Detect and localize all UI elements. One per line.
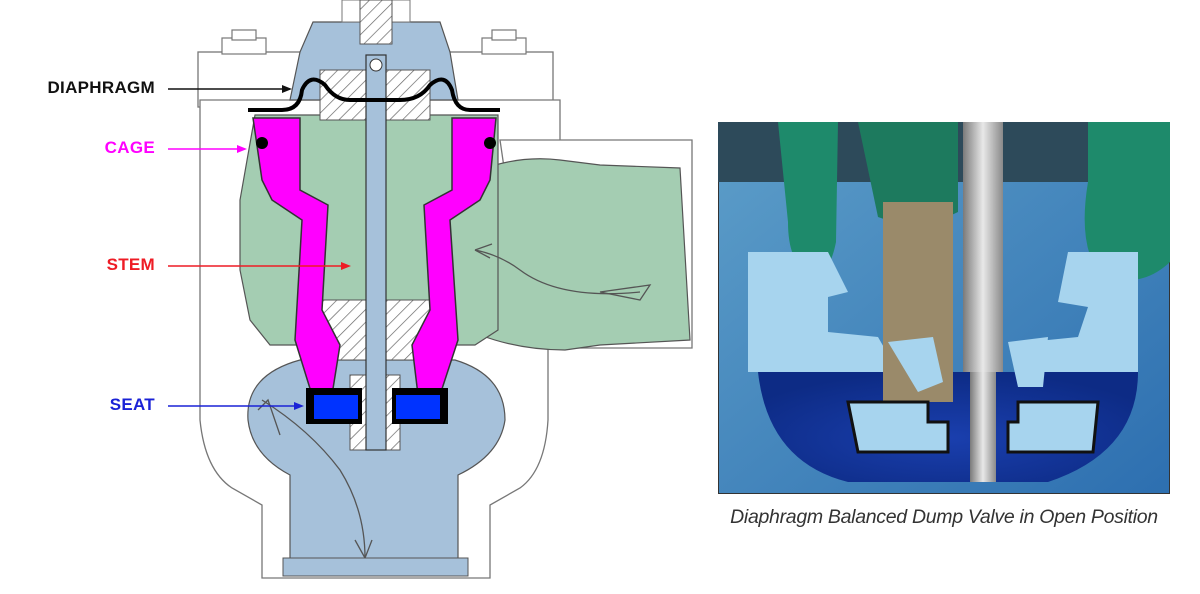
o-ring-left	[256, 137, 268, 149]
callout-diaphragm-label: DIAPHRAGM	[47, 78, 155, 97]
o-ring-right	[484, 137, 496, 149]
valve-photo	[718, 122, 1170, 494]
bolt-right	[481, 29, 527, 55]
outlet-flange	[282, 557, 469, 577]
callout-arrows	[168, 85, 351, 410]
callout-seat-label: SEAT	[109, 395, 155, 414]
bolt-left	[221, 29, 267, 55]
stem-top-pin	[369, 58, 383, 72]
diaphragm-part	[248, 77, 500, 112]
stem-part	[365, 54, 387, 451]
seat-part	[306, 388, 448, 424]
top-plug-hatch	[359, 0, 393, 45]
callout-cage-label: CAGE	[104, 138, 155, 157]
photo-caption: Diaphragm Balanced Dump Valve in Open Po…	[730, 506, 1158, 528]
flow-arrow-inlet	[474, 243, 652, 301]
callout-stem-label: STEM	[106, 255, 155, 274]
inlet-port	[479, 158, 691, 351]
valve-cross-section-diagram	[168, 0, 693, 579]
